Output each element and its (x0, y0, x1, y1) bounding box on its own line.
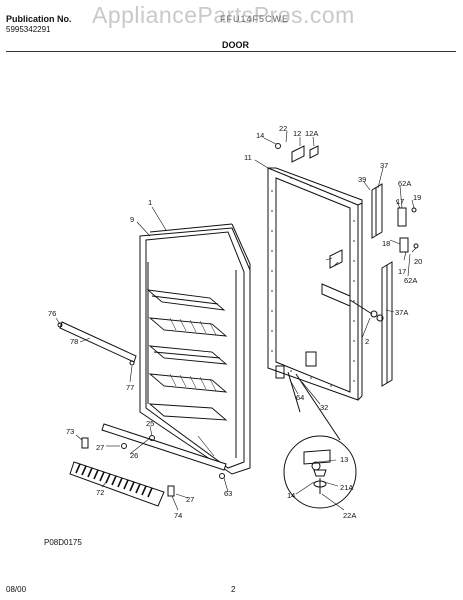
callout-62a-top: 62A (398, 179, 411, 188)
callout-22a: 22A (343, 511, 356, 520)
callout-18: 18 (382, 239, 390, 248)
kickplate-grille (69, 437, 175, 507)
callout-72: 72 (96, 488, 104, 497)
publication-number: 5995342291 (6, 25, 51, 34)
callout-12a: 12A (305, 129, 318, 138)
shelf-bar (57, 321, 137, 366)
top-hinge (275, 143, 319, 163)
page-number: 2 (231, 585, 236, 594)
model-number: FFU14F5CWE (220, 14, 290, 24)
callout-11: 11 (244, 153, 252, 162)
callout-27-right: 27 (186, 495, 194, 504)
callout-13: 13 (340, 455, 348, 464)
callout-32: 32 (320, 403, 328, 412)
callout-labels: 1 2 9 11 12 12A 13 14 14 17 17 18 19 20 … (48, 124, 422, 520)
callout-1: 1 (148, 198, 152, 207)
callout-76: 76 (48, 309, 56, 318)
callout-26: 26 (130, 451, 138, 460)
section-title: DOOR (222, 40, 249, 50)
door-liner (139, 223, 251, 475)
callout-63: 63 (224, 489, 232, 498)
callout-25: 25 (146, 419, 154, 428)
callout-27-left: 27 (96, 443, 104, 452)
callout-17-bottom: 17 (398, 267, 406, 276)
door-panel (267, 167, 363, 401)
watermark-text: AppliancePartsPros.com (92, 2, 355, 28)
callout-17-top: 17 (396, 197, 404, 206)
callout-39: 39 (358, 175, 366, 184)
publication-label: Publication No. (6, 14, 72, 24)
leader-lines (55, 130, 417, 511)
callout-77: 77 (126, 383, 134, 392)
callout-21a: 21A (340, 483, 353, 492)
callout-2: 2 (365, 337, 369, 346)
callout-20: 20 (414, 257, 422, 266)
callout-14-top: 14 (256, 131, 264, 140)
callout-74: 74 (174, 511, 182, 520)
door-hardware (275, 249, 384, 379)
callout-19: 19 (413, 193, 421, 202)
callout-14-detail: 14 (287, 491, 295, 500)
toe-bar (101, 423, 227, 479)
callout-62a-bottom: 62A (404, 276, 417, 285)
callout-64: 64 (296, 393, 304, 402)
callout-22: 22 (279, 124, 287, 133)
callout-37: 37 (380, 161, 388, 170)
figure-code: P08D0175 (44, 538, 82, 547)
callout-12: 12 (293, 129, 301, 138)
handle-trim (371, 183, 419, 387)
footer-date: 08/00 (6, 585, 27, 594)
callout-37a: 37A (395, 308, 408, 317)
callout-73: 73 (66, 427, 74, 436)
header-rule (6, 51, 456, 52)
callout-78: 78 (70, 337, 78, 346)
callout-9: 9 (130, 215, 134, 224)
